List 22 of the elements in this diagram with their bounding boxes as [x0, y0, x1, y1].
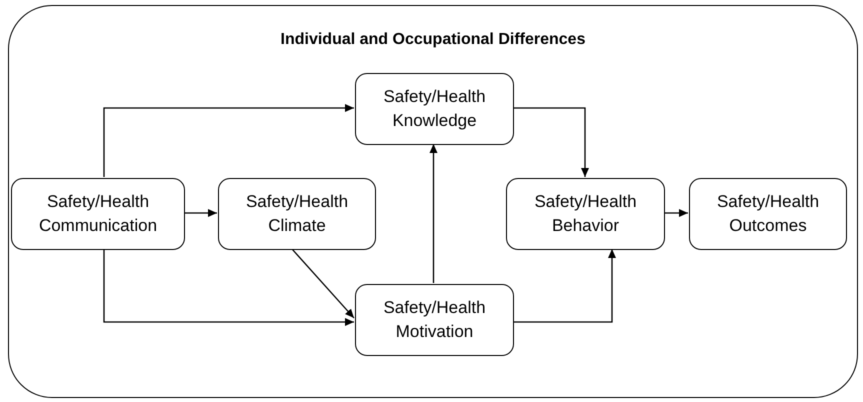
- arrow: [664, 209, 688, 217]
- arrow: [184, 209, 217, 217]
- process-box: [689, 178, 847, 250]
- process-box: [218, 178, 376, 250]
- box-label: Safety/Health Communication: [38, 191, 158, 237]
- process-box: [11, 178, 185, 250]
- box-label: Safety/Health Climate: [244, 191, 350, 237]
- group-frame: [8, 5, 858, 398]
- box-label: Safety/Health Behavior: [533, 191, 638, 237]
- arrow: [513, 107, 589, 177]
- box-label: Safety/Health Motivation: [382, 297, 487, 343]
- arrow: [103, 249, 354, 326]
- box-label: Safety/Health Knowledge: [382, 86, 487, 132]
- arrow: [513, 249, 616, 323]
- arrow: [103, 104, 354, 177]
- process-box: [506, 178, 665, 250]
- box-label: Safety/Health Outcomes: [716, 191, 820, 237]
- arrow: [430, 144, 438, 283]
- process-box: [355, 284, 514, 356]
- frame-title: Individual and Occupational Differences: [280, 30, 586, 50]
- process-box: [355, 73, 514, 145]
- arrow: [292, 248, 354, 318]
